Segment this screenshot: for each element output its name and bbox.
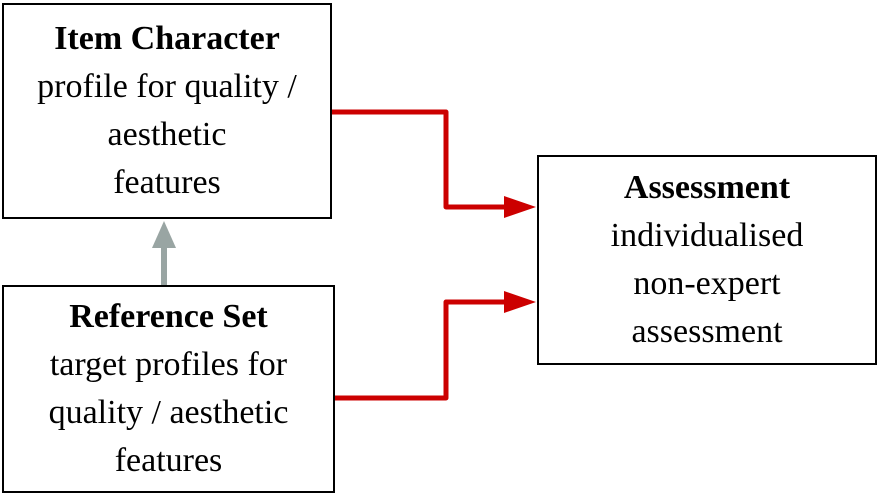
- assessment-box: Assessment individualised non-expert ass…: [537, 155, 877, 365]
- assessment-line-3: assessment: [631, 313, 783, 350]
- arrow-item-to-assessment: [332, 109, 506, 210]
- item-character-line-2: aesthetic: [107, 116, 227, 153]
- reference-set-title: Reference Set: [69, 298, 268, 335]
- arrow-ref-to-assessment: [332, 299, 506, 401]
- reference-set-line-3: features: [114, 442, 223, 479]
- item-character-box: Item Character profile for quality / aes…: [2, 3, 332, 219]
- reference-set-line-1: target profiles for: [49, 346, 288, 383]
- item-character-line-3: features: [113, 164, 221, 201]
- reference-set-box: Reference Set target profiles for qualit…: [2, 285, 335, 493]
- assessment-line-2: non-expert: [633, 265, 781, 302]
- arrowhead-ref-to-assessment: [504, 291, 536, 313]
- arrowhead-ref-to-item: [152, 221, 176, 248]
- arrowhead-item-to-assessment: [504, 196, 536, 218]
- item-character-title: Item Character: [54, 20, 280, 57]
- reference-set-line-2: quality / aesthetic: [48, 394, 289, 431]
- assessment-line-1: individualised: [610, 217, 804, 254]
- assessment-title: Assessment: [623, 169, 791, 206]
- item-character-line-1: profile for quality /: [37, 68, 297, 105]
